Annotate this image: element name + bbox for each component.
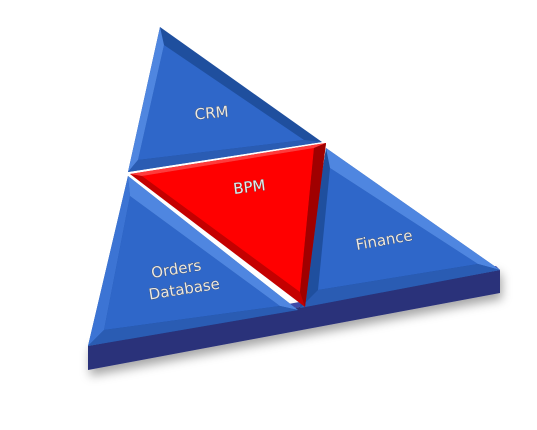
orders-bevel-left xyxy=(88,176,130,346)
crm-bevel-bottom xyxy=(128,140,322,172)
bpm-bevel-right xyxy=(300,143,326,307)
orders-triangle-face xyxy=(104,196,280,330)
bpm-triangle-face xyxy=(142,148,314,292)
bpm-section xyxy=(130,143,326,307)
finance-bevel-top xyxy=(326,148,500,270)
bpm-bevel-top xyxy=(130,143,326,176)
orders-database-section xyxy=(88,176,298,346)
crm-section xyxy=(128,27,322,172)
crm-label: CRM xyxy=(194,103,229,124)
orders-bevel-top xyxy=(128,176,298,310)
finance-section xyxy=(300,148,500,308)
bpm-label: BPM xyxy=(232,176,266,198)
orders-bevel-bottom xyxy=(88,306,298,346)
crm-triangle-face xyxy=(138,45,304,160)
finance-triangle-face xyxy=(318,168,478,290)
base-front-side xyxy=(88,270,500,370)
crm-bevel-left xyxy=(128,27,164,172)
finance-bevel-bottom xyxy=(300,264,500,308)
